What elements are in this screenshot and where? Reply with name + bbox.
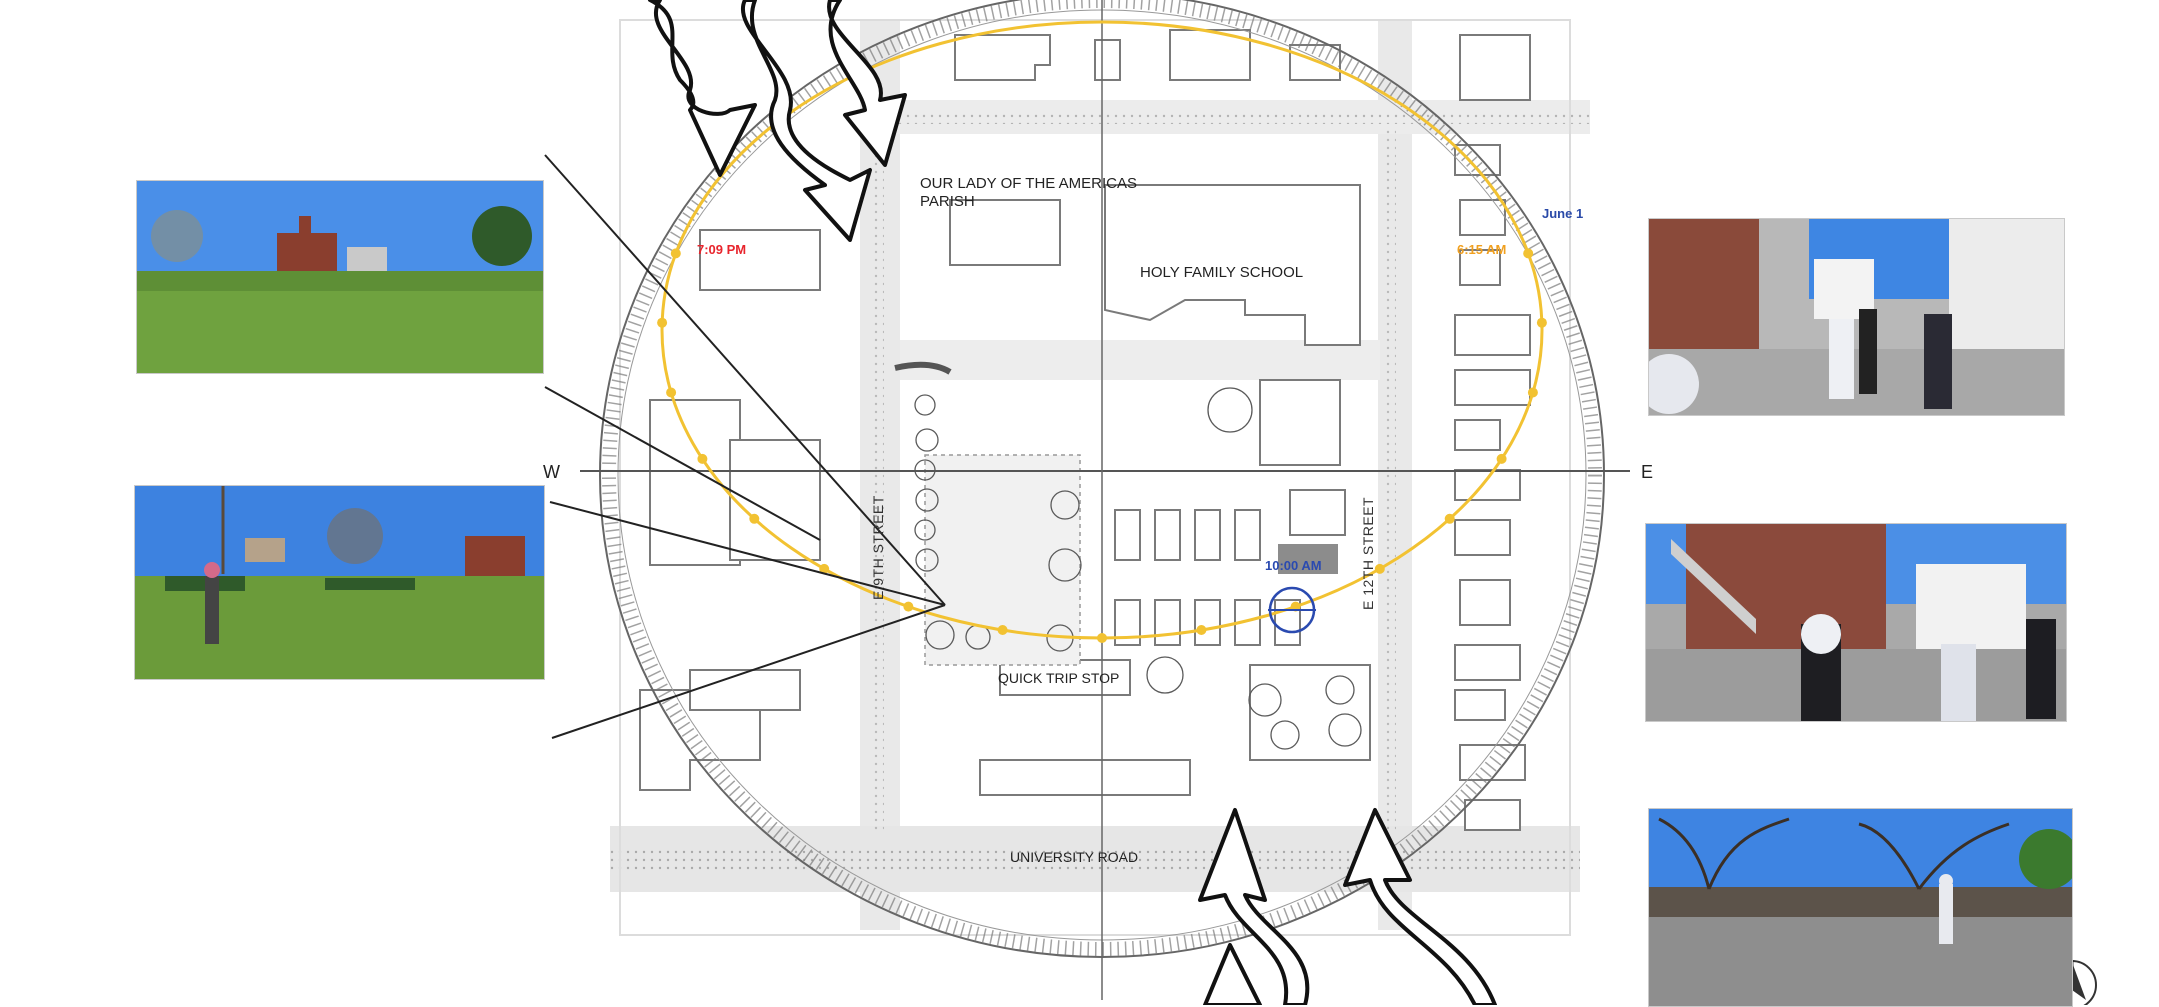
photo-alley-group	[1648, 218, 2065, 416]
quicktrip-label: QUICK TRIP STOP	[998, 670, 1119, 686]
sun-hour-dot	[749, 513, 760, 524]
sun-hour-dot	[1196, 625, 1207, 635]
sun-hour-dot	[1527, 387, 1538, 398]
sun-hour-dot	[1444, 513, 1455, 524]
sun-hour-dot	[1496, 453, 1507, 464]
sun-hour-dot	[657, 317, 668, 328]
current-time: 10:00 AM	[1265, 558, 1322, 573]
sun-hour-dot	[1374, 563, 1385, 574]
building-footprints	[639, 29, 1531, 831]
sun-hour-dot	[1523, 248, 1534, 259]
photo-stairs-group	[1645, 523, 2067, 722]
wind-arrows	[648, 0, 1497, 1005]
university-road-label: UNIVERSITY ROAD	[1010, 849, 1138, 865]
parish-label-line2: PARISH	[920, 193, 975, 210]
compass-west: W	[543, 462, 560, 482]
school-label: HOLY FAMILY SCHOOL	[1140, 264, 1303, 281]
tree-clusters	[914, 387, 1362, 750]
sun-hour-dot	[1097, 633, 1107, 643]
compass-ring	[580, 0, 1630, 1000]
sun-hour-dot	[670, 248, 681, 259]
street-west-label: E 9TH STREET	[870, 495, 886, 600]
photo-lawn-church	[136, 180, 544, 374]
sunset-time: 7:09 PM	[697, 242, 746, 257]
view-lines	[544, 154, 946, 739]
sunrise-time: 6:15 AM	[1457, 242, 1506, 257]
sun-hour-dot	[1536, 317, 1547, 328]
sun-hour-dot	[666, 387, 677, 398]
compass-east: E	[1641, 462, 1653, 482]
photo-person-lawn	[134, 485, 545, 680]
sun-hour-dot	[697, 453, 708, 464]
sun-hour-dot	[997, 625, 1008, 635]
street-east-label: E 12TH STREET	[1360, 497, 1376, 610]
sun-hour-dot	[903, 601, 914, 612]
parish-label-line1: OUR LADY OF THE AMERICAS	[920, 175, 1137, 192]
sun-path-date: June 1	[1542, 206, 1583, 221]
photo-paved-lot	[1648, 808, 2073, 1007]
sun-path	[657, 20, 1547, 643]
sun-hour-dot	[819, 563, 830, 574]
